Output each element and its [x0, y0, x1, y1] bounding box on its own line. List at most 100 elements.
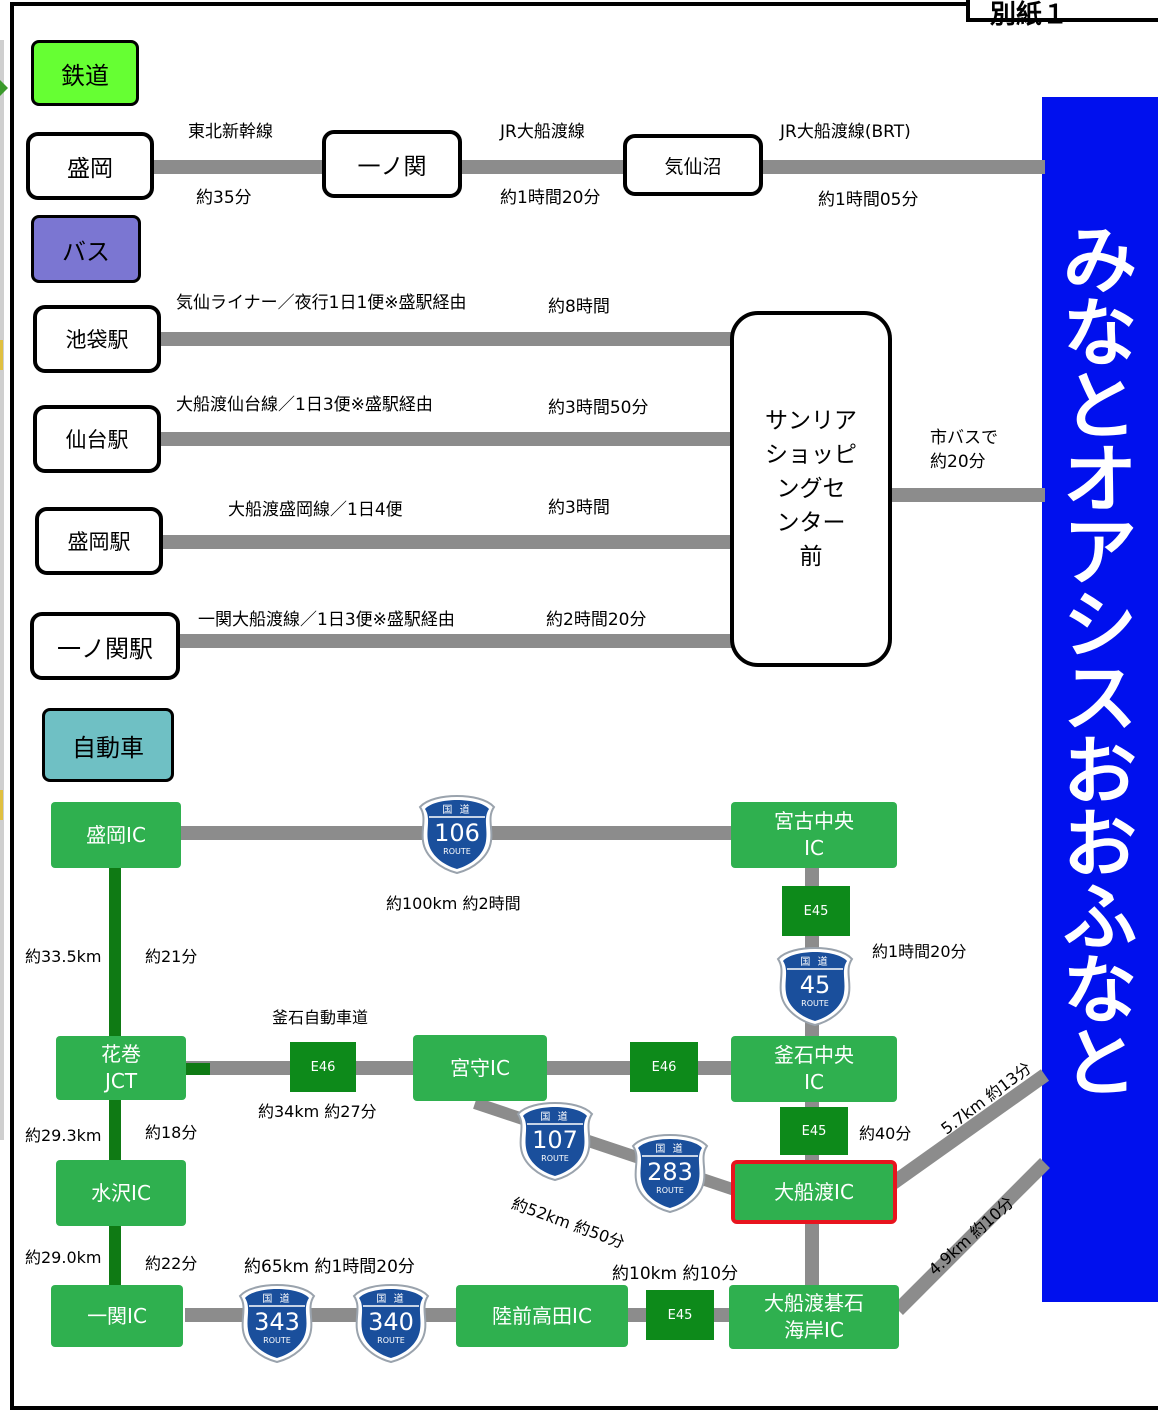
expressway-badge-e46: E46 [630, 1042, 698, 1092]
bus-route-desc: 気仙ライナー／夜行1日1便※盛駅経由 [176, 293, 467, 313]
shield-kanji: 国 道 [376, 1294, 406, 1305]
city-bus-time: 約20分 [930, 452, 986, 472]
bus-route-time: 約2時間20分 [546, 610, 647, 630]
bus-origin-ikebukuro: 池袋駅 [33, 305, 161, 373]
distance-time-label: 約65km 約1時間20分 [244, 1257, 415, 1277]
time-label: 約22分 [145, 1254, 198, 1273]
hub-line: サンリア [765, 408, 857, 434]
road-morioka-hanamaki [109, 865, 121, 1038]
shield-kanji: 国 道 [262, 1294, 292, 1305]
route-106-distance: 約100km 約2時間 [386, 894, 521, 913]
destination-char: と [1063, 364, 1137, 450]
shield-route-word: ROUTE [377, 1336, 405, 1345]
station-ichinoseki: 一ノ関 [322, 130, 462, 198]
station-kesennuma: 気仙沼 [623, 134, 763, 196]
destination-char: お [1063, 802, 1137, 888]
road-mizusawa-ichinoseki [109, 1224, 121, 1287]
distance-label: 約33.5km [25, 947, 102, 966]
destination-char: ス [1063, 656, 1137, 742]
shield-number: 107 [532, 1126, 578, 1154]
ic-name-line: 花巻 [101, 1042, 141, 1066]
shield-number: 343 [254, 1308, 300, 1336]
distance-time-label: 約34km 約27分 [258, 1102, 377, 1121]
bus-route-desc: 大船渡盛岡線／1日4便 [228, 500, 403, 520]
destination-char: お [1063, 729, 1137, 815]
line-name-tohoku-shinkansen: 東北新幹線 [188, 122, 273, 142]
expressway-badge-e45: E45 [646, 1290, 714, 1340]
rail-line-segment [150, 160, 325, 174]
destination-minato-oasis: みなとオアシスおおふなと [1042, 97, 1158, 1302]
shield-number: 340 [368, 1308, 414, 1336]
destination-char: オ [1063, 437, 1137, 523]
shield-kanji: 国 道 [442, 805, 472, 816]
line-time: 約1時間20分 [500, 188, 601, 208]
shield-route-word: ROUTE [443, 847, 471, 856]
category-rail: 鉄道 [31, 40, 139, 106]
hub-line: ンター [776, 510, 846, 536]
station-morioka: 盛岡 [26, 132, 154, 200]
ic-name-line: IC [804, 1070, 824, 1094]
bus-route-desc: 大船渡仙台線／1日3便※盛駅経由 [176, 395, 433, 415]
ic-name-line: IC [804, 836, 824, 860]
bus-route-desc: 一関大船渡線／1日3便※盛駅経由 [198, 610, 455, 630]
shield-kanji: 国 道 [800, 957, 830, 968]
destination-char: シ [1063, 583, 1137, 669]
hub-line: ショッピ [765, 442, 857, 468]
bus-route-line [160, 332, 735, 346]
bus-route-line [160, 535, 735, 549]
time-label: 約18分 [145, 1123, 198, 1142]
shield-number: 106 [434, 819, 480, 847]
ic-morioka: 盛岡IC [51, 802, 181, 868]
ic-miyamori: 宮守IC [413, 1035, 547, 1101]
shield-route-word: ROUTE [541, 1154, 569, 1163]
expressway-badge-e45: E45 [782, 886, 850, 936]
line-name-jr-ofunato: JR大船渡線 [500, 122, 585, 142]
city-bus-line [888, 488, 1045, 502]
shield-kanji: 国 道 [540, 1112, 570, 1123]
destination-char: ア [1063, 510, 1137, 596]
distance-time-label: 約10km 約10分 [612, 1264, 739, 1284]
ic-name-line: 釜石中央 [774, 1043, 854, 1067]
category-car: 自動車 [42, 708, 174, 782]
expressway-badge-e45: E45 [780, 1107, 848, 1155]
diagram-frame [10, 2, 1158, 1410]
expressway-badge-e46: E46 [290, 1042, 356, 1092]
ic-kamaishi-chuo: 釜石中央 IC [731, 1036, 897, 1102]
distance-label: 約29.0km [25, 1248, 102, 1267]
bus-route-line [160, 432, 735, 446]
hub-line: 前 [799, 544, 823, 570]
bus-route-time: 約8時間 [548, 297, 610, 317]
line-time: 約35分 [196, 188, 252, 208]
jct-hanamaki: 花巻 JCT [56, 1036, 186, 1100]
ic-rikuzen-takata: 陸前高田IC [456, 1285, 628, 1347]
ic-miyako-chuo: 宮古中央 IC [731, 802, 897, 868]
bus-origin-morioka: 盛岡駅 [35, 507, 163, 575]
bus-hub-sanria: サンリア ショッピ ングセ ンター 前 [730, 311, 892, 667]
ic-ichinoseki: 一関IC [51, 1285, 183, 1347]
distance-label: 約29.3km [25, 1126, 102, 1145]
ic-name-line: 大船渡碁石 [764, 1291, 864, 1315]
destination-label: みなとオアシスおおふなと [1063, 224, 1137, 1101]
bus-origin-sendai: 仙台駅 [33, 405, 161, 473]
hub-line: ングセ [776, 476, 846, 502]
bus-route-time: 約3時間 [548, 498, 610, 518]
category-bus: バス [31, 215, 141, 283]
shield-route-word: ROUTE [801, 999, 829, 1008]
shield-route-word: ROUTE [656, 1186, 684, 1195]
bus-origin-ichinoseki: 一ノ関駅 [30, 612, 180, 680]
time-label: 約21分 [145, 947, 198, 966]
left-edge-strip [0, 40, 8, 1140]
ic-name-line: 宮古中央 [774, 809, 854, 833]
kamaishi-expressway-label: 釜石自動車道 [272, 1008, 369, 1027]
rail-line-segment [760, 160, 1045, 174]
appendix-tag: 別紙１ [966, 0, 1158, 30]
destination-char: ふ [1063, 875, 1137, 961]
shield-number: 283 [647, 1158, 693, 1186]
ic-ofunato-goishi: 大船渡碁石 海岸IC [729, 1285, 899, 1349]
destination-char: な [1063, 291, 1137, 377]
ic-ofunato-highlighted: 大船渡IC [731, 1160, 897, 1224]
